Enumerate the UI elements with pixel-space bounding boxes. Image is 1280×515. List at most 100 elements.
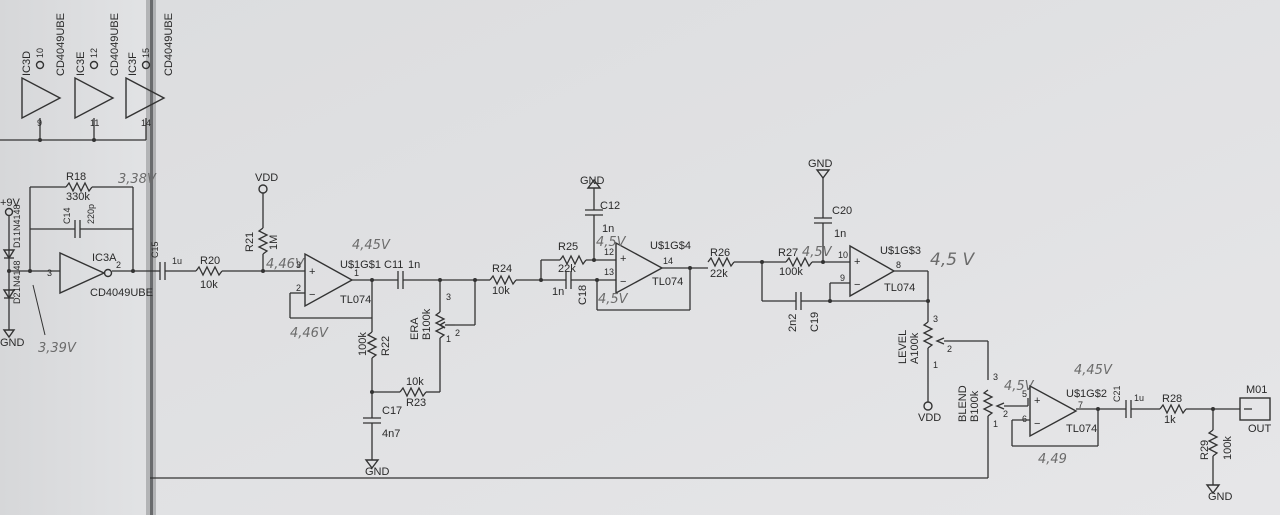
r18-value: 330k xyxy=(66,191,90,203)
gate-ic3e: 11 12 IC3E CD4049UBE xyxy=(74,13,121,140)
left-bias-section: +9V D1 1N4148 D2 1N4148 GND xyxy=(0,197,60,349)
r26-ref: R26 xyxy=(710,247,730,259)
ic3e-part: CD4049UBE xyxy=(109,13,121,76)
c17-ref: C17 xyxy=(382,405,402,417)
r29-ref: R29 xyxy=(1199,440,1211,460)
gnd-label-2: GND xyxy=(580,175,605,187)
d2-ref: D2 xyxy=(12,292,22,304)
level-ref: LEVEL xyxy=(897,330,909,364)
op2-out-pin: 14 xyxy=(663,256,673,266)
note-r21-voltage: 4,46V xyxy=(266,257,305,272)
paper-right xyxy=(152,0,1280,515)
note-op2-in: 4,5V xyxy=(596,235,627,250)
ic3e-ref: IC3E xyxy=(75,52,87,76)
stage3-c20-gnd: GND C20 1n xyxy=(808,158,852,264)
level-pin-1: 1 xyxy=(933,360,938,370)
c21-value: 1u xyxy=(1134,393,1144,403)
d1-ref: D1 xyxy=(12,236,22,248)
op1-ref: U$1G$1 xyxy=(340,259,381,271)
svg-text:−: − xyxy=(1034,418,1040,430)
r28-value: 1k xyxy=(1164,414,1176,426)
capacitor-c18: 1n C18 xyxy=(539,271,616,305)
resistor-r25: R25 22k xyxy=(540,241,616,280)
gnd-label-1: GND xyxy=(365,466,390,478)
out-ref: M01 xyxy=(1246,384,1267,396)
op2-plus-pin: 12 xyxy=(604,247,614,257)
svg-text:−: − xyxy=(854,279,860,291)
era-pin-3: 3 xyxy=(446,292,451,302)
resistor-r21: VDD R21 1M xyxy=(244,172,280,273)
blend-ref: BLEND xyxy=(957,385,969,422)
op1-out-pin: 1 xyxy=(354,268,359,278)
potentiometer-level: VDD 3 1 2 LEVEL A100k xyxy=(897,314,989,424)
note-op1-fb: 4,46V xyxy=(290,326,329,341)
r26-value: 22k xyxy=(710,268,728,280)
potentiometer-blend: 3 1 2 BLEND B100k xyxy=(150,372,1029,479)
opamp-u1g4: + − U$1G$4 TL074 12 13 14 xyxy=(596,240,708,311)
stage2-c12-gnd: GND C12 1n xyxy=(580,175,620,260)
note-op4-fb: 4,49 xyxy=(1038,452,1067,467)
r22-value: 100k xyxy=(357,332,369,356)
c11-value: 1n xyxy=(408,259,420,271)
r25-value: 22k xyxy=(558,263,576,275)
note-op2-fb: 4,5V xyxy=(598,292,629,307)
resistor-r26: R26 22k xyxy=(707,247,786,280)
ic3a-out-pin: 2 xyxy=(116,260,121,270)
era-ref: ERA xyxy=(409,317,421,340)
capacitor-c19: 2n2 C19 xyxy=(762,292,928,332)
opamp-u1g2: + − U$1G$2 TL074 5 6 7 xyxy=(1011,384,1126,447)
r23-ref: R23 xyxy=(406,397,426,409)
d2-part: 1N4148 xyxy=(12,260,22,292)
c18-value: 1n xyxy=(552,286,564,298)
blend-value: B100k xyxy=(969,390,981,422)
ic3f-part: CD4049UBE xyxy=(163,13,175,76)
op4-plus-pin: 5 xyxy=(1022,389,1027,399)
ic3d-part: CD4049UBE xyxy=(55,13,67,76)
capacitor-c17: GND C17 4n7 xyxy=(363,392,402,478)
r27-value: 100k xyxy=(779,266,803,278)
svg-text:+: + xyxy=(620,253,626,265)
capacitor-c15: C15 1u xyxy=(150,241,196,280)
r28-ref: R28 xyxy=(1162,393,1182,405)
opamp-u1g3: + − U$1G$3 TL074 10 9 8 xyxy=(828,244,930,322)
ic3e-out-pin: 12 xyxy=(89,48,99,58)
r20-ref: R20 xyxy=(200,255,220,267)
op2-part: TL074 xyxy=(652,276,683,288)
resistor-r27: R27 100k xyxy=(760,247,850,301)
level-value: A100k xyxy=(909,332,921,364)
ic3f-ref: IC3F xyxy=(127,52,139,76)
op4-part: TL074 xyxy=(1066,423,1097,435)
op4-minus-pin: 6 xyxy=(1022,414,1027,424)
vdd-terminal-2-icon xyxy=(923,401,933,411)
c18-ref: C18 xyxy=(577,285,589,305)
c19-value: 2n2 xyxy=(787,314,799,332)
capacitor-c21: C21 1u xyxy=(1112,385,1160,418)
resistor-r23: 10k R23 xyxy=(372,338,441,409)
blend-pin-1: 1 xyxy=(993,419,998,429)
op3-minus-pin: 9 xyxy=(840,273,845,283)
blend-pin-3: 3 xyxy=(993,372,998,382)
level-pin-2: 2 xyxy=(947,344,952,354)
svg-text:+: + xyxy=(309,266,315,278)
page-fold-crease xyxy=(150,0,153,515)
r23-value: 10k xyxy=(406,376,424,388)
c19-ref: C19 xyxy=(809,312,821,332)
c15-ref: C15 xyxy=(150,241,160,258)
op3-ref: U$1G$3 xyxy=(880,245,921,257)
op3-part: TL074 xyxy=(884,282,915,294)
op2-ref: U$1G$4 xyxy=(650,240,691,252)
op1-part: TL074 xyxy=(340,294,371,306)
op3-plus-pin: 10 xyxy=(838,250,848,260)
gnd-label-4: GND xyxy=(1208,491,1233,503)
note-3-38v: 3,38V xyxy=(118,172,157,187)
ic3f-in-pin: 14 xyxy=(141,118,151,128)
op2-minus-pin: 13 xyxy=(604,267,614,277)
level-pin-3: 3 xyxy=(933,314,938,324)
ic3e-in-pin: 11 xyxy=(90,118,99,128)
note-op3-out: 4,5 V xyxy=(930,250,975,270)
r24-value: 10k xyxy=(492,285,510,297)
r21-ref: R21 xyxy=(244,232,256,252)
ic3a-ref: IC3A xyxy=(92,252,117,264)
ic3f-out-pin: 15 xyxy=(141,48,151,58)
ic3d-ref: IC3D xyxy=(21,51,33,76)
